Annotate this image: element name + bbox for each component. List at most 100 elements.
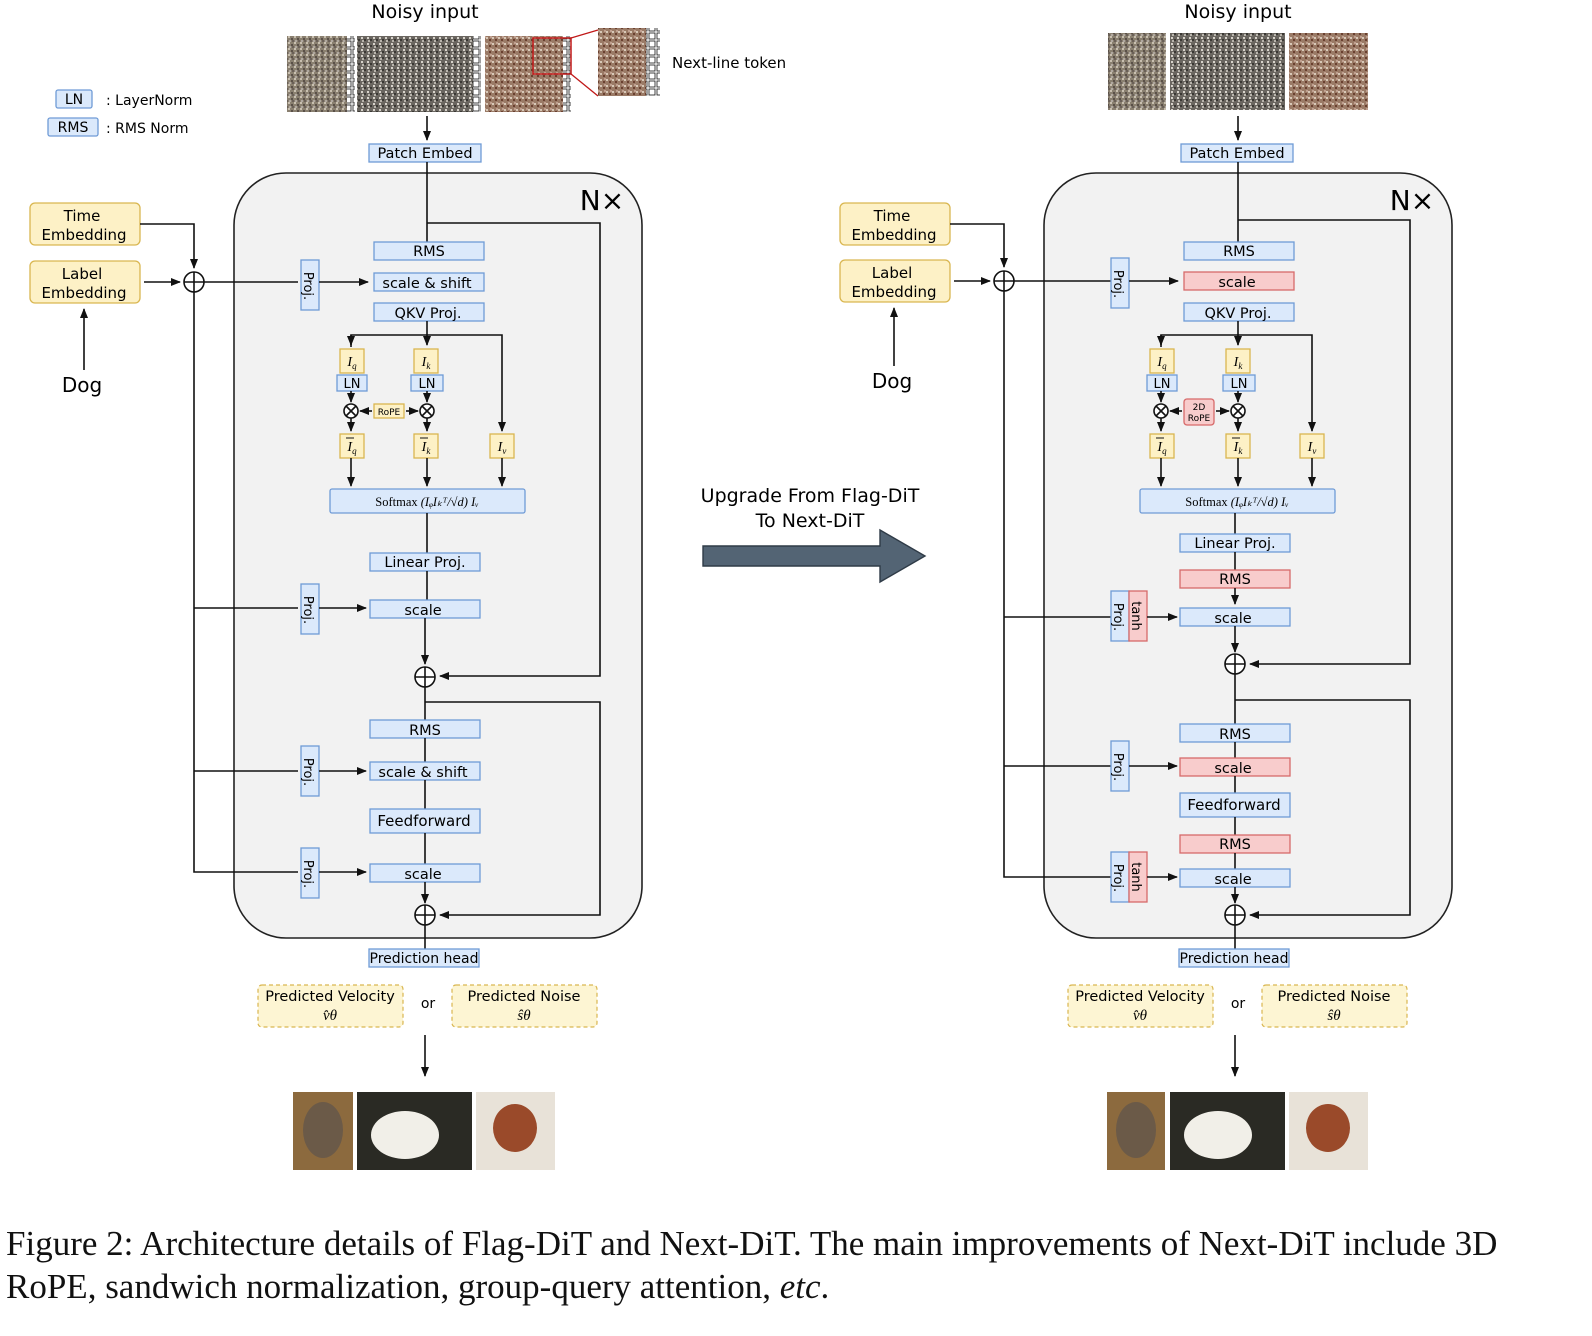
flag-rope-box bbox=[373, 403, 405, 419]
flag-iq-rot-label: Iq bbox=[346, 440, 357, 456]
next-iq-rot-label: Iq bbox=[1156, 440, 1167, 456]
upgrade-arrow bbox=[702, 528, 927, 584]
next-scale-1-label: scale bbox=[1218, 275, 1255, 291]
flag-token-column-2 bbox=[473, 36, 481, 112]
next-noisy-image-3 bbox=[1289, 33, 1368, 110]
flag-next-line-token-label: Next-line token bbox=[672, 54, 786, 72]
flag-scale-2-label: scale bbox=[404, 867, 441, 883]
caption-etc: etc bbox=[779, 1267, 821, 1306]
next-prediction-head bbox=[1178, 948, 1290, 968]
next-repeat-label: N× bbox=[1390, 184, 1434, 217]
next-noisy-input-label: Noisy input bbox=[1184, 1, 1291, 23]
flag-proj-3-label: Proj. bbox=[300, 758, 315, 786]
next-ln-q bbox=[1146, 374, 1178, 392]
legend-rms-desc: : RMS Norm bbox=[106, 121, 189, 137]
flag-linear-proj-label: Linear Proj. bbox=[384, 555, 465, 571]
figure-caption: Figure 2: Architecture details of Flag-D… bbox=[6, 1222, 1586, 1308]
flag-qkv-proj bbox=[373, 302, 485, 322]
flag-noisy-image-2 bbox=[357, 36, 473, 112]
next-softmax-label: Softmax (IᵩIₖᵀ/√d) Iᵥ bbox=[1185, 495, 1288, 509]
flag-ik-box bbox=[413, 348, 439, 374]
flag-predicted-noise bbox=[451, 984, 598, 1028]
next-ln-k bbox=[1222, 374, 1256, 392]
flag-rms-1 bbox=[373, 241, 485, 261]
flag-proj-1-label: Proj. bbox=[300, 272, 315, 300]
next-rms-post-attn-label: RMS bbox=[1219, 572, 1251, 588]
flag-ln-q-label: LN bbox=[344, 377, 361, 392]
next-dit-diagram: Noisy input Patch Embed N× Time Embeddin… bbox=[839, 1, 1453, 1170]
next-predicted-velocity-label: Predicted Velocity bbox=[1075, 989, 1205, 1005]
next-iq-box bbox=[1149, 348, 1175, 374]
flag-iq-box bbox=[339, 348, 365, 374]
flag-zoom-token-column bbox=[646, 28, 660, 96]
next-ik-rot-label: Ik bbox=[1233, 440, 1244, 456]
flag-patch-embed-label: Patch Embed bbox=[377, 146, 472, 162]
next-proj-1 bbox=[1110, 257, 1130, 309]
flag-iq-label: Iq bbox=[346, 355, 357, 371]
flag-ln-k-label: LN bbox=[419, 377, 436, 392]
caption-end: . bbox=[820, 1267, 830, 1306]
next-iq-label: Iq bbox=[1156, 355, 1167, 371]
next-softmax bbox=[1139, 488, 1336, 514]
next-2d-rope-box bbox=[1183, 398, 1215, 426]
flag-ln-q bbox=[336, 374, 368, 392]
next-class-word: Dog bbox=[872, 369, 912, 393]
next-noisy-image-1 bbox=[1108, 33, 1166, 110]
next-2d-rope-l2: RoPE bbox=[1188, 414, 1211, 424]
flag-scale-shift-1-label: scale & shift bbox=[382, 276, 472, 292]
next-ik-box bbox=[1225, 348, 1251, 374]
flag-predicted-velocity-symbol: v̂θ bbox=[323, 1008, 338, 1024]
next-proj-2-label: Proj. bbox=[1110, 603, 1125, 631]
flag-label-embedding-l2: Embedding bbox=[41, 284, 126, 302]
next-rms-post-ff-label: RMS bbox=[1219, 837, 1251, 853]
flag-proj-2 bbox=[300, 583, 320, 635]
next-2d-rope-l1: 2D bbox=[1193, 403, 1206, 413]
flag-ik-rot-label: Ik bbox=[421, 440, 432, 456]
next-tanh-1 bbox=[1128, 590, 1148, 642]
flag-proj-2-label: Proj. bbox=[300, 596, 315, 624]
next-iv-label: Iv bbox=[1307, 440, 1317, 456]
next-predicted-velocity-symbol: v̂θ bbox=[1133, 1008, 1148, 1024]
next-label-embedding-l2: Embedding bbox=[851, 283, 936, 301]
flag-rms-1-label: RMS bbox=[413, 244, 445, 260]
next-predicted-velocity bbox=[1067, 984, 1214, 1028]
next-rms-1 bbox=[1183, 241, 1295, 261]
flag-time-embedding-l1: Time bbox=[63, 207, 101, 225]
flag-proj-4-label: Proj. bbox=[300, 860, 315, 888]
next-ik-label: Ik bbox=[1233, 355, 1244, 371]
flag-iv-label: Iv bbox=[497, 440, 507, 456]
upgrade-label-line2: To Next-DiT bbox=[755, 510, 865, 532]
upgrade-arrow-group: Upgrade From Flag-DiT To Next-DiT bbox=[701, 485, 927, 584]
next-ik-rot-box bbox=[1225, 433, 1251, 459]
next-scale-1 bbox=[1183, 271, 1295, 291]
next-proj-4-label: Proj. bbox=[1110, 864, 1125, 892]
flag-dit-diagram: Noisy input Next-line token Patch Embed … bbox=[29, 1, 786, 1170]
next-patch-embed-label: Patch Embed bbox=[1189, 146, 1284, 162]
flag-prediction-head-label: Prediction head bbox=[370, 951, 479, 967]
next-predicted-noise bbox=[1261, 984, 1408, 1028]
flag-repeat-label: N× bbox=[580, 184, 624, 217]
flag-predicted-velocity-label: Predicted Velocity bbox=[265, 989, 395, 1005]
flag-patch-embed bbox=[368, 143, 482, 163]
flag-prediction-head bbox=[368, 948, 480, 968]
flag-scale-shift-2-label: scale & shift bbox=[378, 765, 468, 781]
next-prediction-head-label: Prediction head bbox=[1180, 951, 1289, 967]
flag-proj-1 bbox=[300, 259, 320, 311]
flag-predicted-velocity bbox=[257, 984, 404, 1028]
next-qkv-proj bbox=[1183, 302, 1295, 322]
next-iv-box bbox=[1299, 433, 1325, 459]
legend-rms-tag: RMS bbox=[58, 120, 89, 136]
caption-lead: Figure 2: Architecture details of Flag-D… bbox=[6, 1224, 1498, 1306]
next-predicted-noise-label: Predicted Noise bbox=[1278, 989, 1391, 1005]
flag-feedforward bbox=[369, 808, 481, 834]
next-predicted-noise-symbol: ŝθ bbox=[1327, 1008, 1341, 1024]
flag-scale-shift-1 bbox=[373, 272, 485, 292]
next-tanh-2-label: tanh bbox=[1128, 862, 1143, 892]
flag-label-embedding bbox=[29, 260, 141, 304]
flag-feedforward-label: Feedforward bbox=[377, 812, 470, 830]
next-proj-3-label: Proj. bbox=[1110, 753, 1125, 781]
next-time-embedding-l2: Embedding bbox=[851, 226, 936, 244]
flag-scale-1-label: scale bbox=[404, 603, 441, 619]
next-linear-proj-label: Linear Proj. bbox=[1194, 536, 1275, 552]
flag-softmax-label: Softmax (IᵩIₖᵀ/√d) Iᵥ bbox=[375, 495, 478, 509]
